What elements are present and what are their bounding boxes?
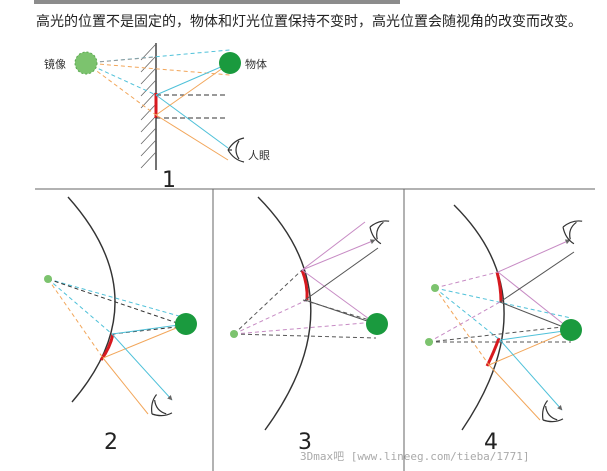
panel-4: 4 [425,204,583,455]
caption: 高光的位置不是固定的，物体和灯光位置保持不变时，高光位置会随视角的改变而改变。 [36,14,582,30]
eye-icon [369,220,390,245]
object-circle [560,319,582,341]
mirror-image-circle-lower [425,338,433,346]
highlight-segment-upper [495,271,503,303]
mirror-image-circle [230,330,238,338]
highlight-segment [300,269,309,301]
eye-icon [150,394,173,417]
object-circle [219,52,241,74]
curved-mirror [67,196,116,403]
curved-mirror [453,204,505,431]
panel-number: 1 [162,168,176,193]
mirror-image-circle [74,51,98,75]
top-bar [34,0,400,4]
panel-number: 2 [104,430,118,455]
mirror-label: 镜像 [44,57,66,71]
eye-icon [562,220,583,245]
object-circle [366,313,388,335]
mirror-image-circle-upper [431,284,439,292]
panel-2: 2 [44,196,197,455]
panel-3: 3 [230,196,390,455]
highlight-segment [99,333,115,361]
eye-label: 人眼 [248,149,270,162]
mirror-hatching [140,43,157,169]
eye-icon [227,137,245,163]
mirror-image-circle [44,275,52,283]
object-label: 物体 [245,57,267,71]
panel-1: 镜像 物体 人眼 1 [44,43,270,193]
object-circle [175,313,197,335]
curved-mirror [257,196,312,431]
panel-number: 3 [298,430,312,455]
watermark: 3Dmax吧 [www.lineeg.com/tieba/1771] [300,450,530,463]
eye-icon [541,400,564,423]
panel-number: 4 [484,430,498,455]
